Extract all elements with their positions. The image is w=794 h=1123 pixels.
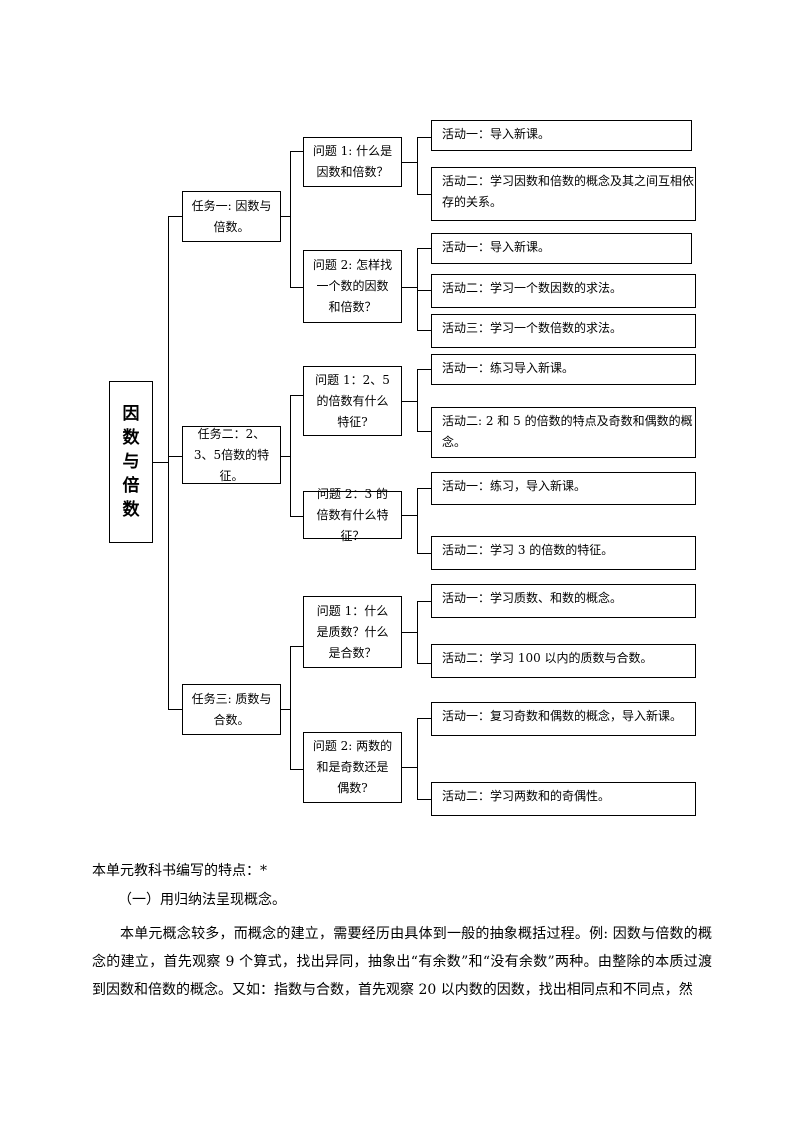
question-box: 问题 1: 什么是因数和倍数？ <box>303 137 402 187</box>
root-char: 倍 <box>122 476 140 496</box>
question-box: 问题 1：什么是质数？什么是合数？ <box>303 596 402 668</box>
connector <box>153 462 168 463</box>
connector <box>417 248 418 330</box>
connector <box>281 216 290 217</box>
connector <box>402 401 417 402</box>
activity-box: 活动二：学习 100 以内的质数与合数。 <box>431 644 696 678</box>
activity-box: 活动一：导入新课。 <box>431 120 692 151</box>
activity-box: 活动三：学习一个数倍数的求法。 <box>431 314 696 348</box>
connector <box>417 718 418 799</box>
connector <box>402 287 417 288</box>
connector <box>168 456 182 457</box>
activity-box: 活动二：学习 3 的倍数的特征。 <box>431 536 696 570</box>
root-char: 与 <box>122 452 140 472</box>
activity-box: 活动一：练习导入新课。 <box>431 354 696 385</box>
connector <box>281 456 290 457</box>
body-paragraph: 本单元概念较多，而概念的建立，需要经历由具体到一般的抽象概括过程。例: 因数与倍… <box>92 926 712 998</box>
connector <box>417 290 431 291</box>
root-char: 因 <box>122 404 140 424</box>
connector <box>290 395 303 396</box>
connector <box>417 601 431 602</box>
section-heading: 本单元教科书编写的特点：* <box>92 863 267 879</box>
connector <box>290 516 303 517</box>
question-box: 问题 1：2、5 的倍数有什么特征? <box>303 366 402 436</box>
connector <box>417 248 431 249</box>
connector <box>290 646 291 769</box>
connector <box>402 515 417 516</box>
activity-box: 活动二：学习一个数因数的求法。 <box>431 274 696 308</box>
activity-box: 活动二：学习两数和的奇偶性。 <box>431 782 696 816</box>
connector <box>417 194 431 195</box>
connector <box>417 718 431 719</box>
question-box: 问题 2: 两数的和是奇数还是偶数? <box>303 732 402 803</box>
connector <box>417 330 431 331</box>
connector <box>417 488 418 553</box>
root-char: 数 <box>122 428 140 448</box>
connector <box>417 137 431 138</box>
connector <box>417 369 418 431</box>
connector <box>281 709 290 710</box>
task-box: 任务二：2、3、5倍数的特征。 <box>182 426 281 484</box>
connector <box>168 709 182 710</box>
root-char: 数 <box>122 500 140 520</box>
connector <box>417 553 431 554</box>
connector <box>290 769 303 770</box>
activity-box: 活动一：学习质数、和数的概念。 <box>431 584 696 618</box>
connector <box>168 216 169 709</box>
connector <box>417 601 418 663</box>
connector <box>290 395 291 516</box>
connector <box>417 488 431 489</box>
connector <box>417 369 431 370</box>
connector <box>402 767 417 768</box>
task-box: 任务一: 因数与倍数。 <box>182 191 281 242</box>
question-box: 问题 2: 怎样找一个数的因数和倍数？ <box>303 250 402 323</box>
connector <box>290 151 303 152</box>
connector <box>290 287 303 288</box>
root-box: 因 数 与 倍 数 <box>109 381 153 543</box>
activity-box: 活动一：练习，导入新课。 <box>431 472 696 505</box>
connector <box>168 216 182 217</box>
connector <box>402 162 417 163</box>
connector <box>290 151 291 287</box>
activity-box: 活动二: 2 和 5 的倍数的特点及奇数和偶数的概念。 <box>431 407 696 458</box>
task-box: 任务三: 质数与合数。 <box>182 684 281 735</box>
connector <box>417 799 431 800</box>
activity-box: 活动一：复习奇数和偶数的概念，导入新课。 <box>431 702 696 736</box>
connector <box>417 137 418 194</box>
activity-box: 活动一：导入新课。 <box>431 233 692 264</box>
question-box: 问题 2：3 的倍数有什么特征？ <box>303 487 402 543</box>
connector <box>417 431 431 432</box>
activity-box: 活动二：学习因数和倍数的概念及其之间互相依存的关系。 <box>431 167 696 221</box>
connector <box>290 646 303 647</box>
section-subheading: （一）用归纳法呈现概念。 <box>118 892 286 908</box>
connector <box>417 663 431 664</box>
connector <box>402 632 417 633</box>
